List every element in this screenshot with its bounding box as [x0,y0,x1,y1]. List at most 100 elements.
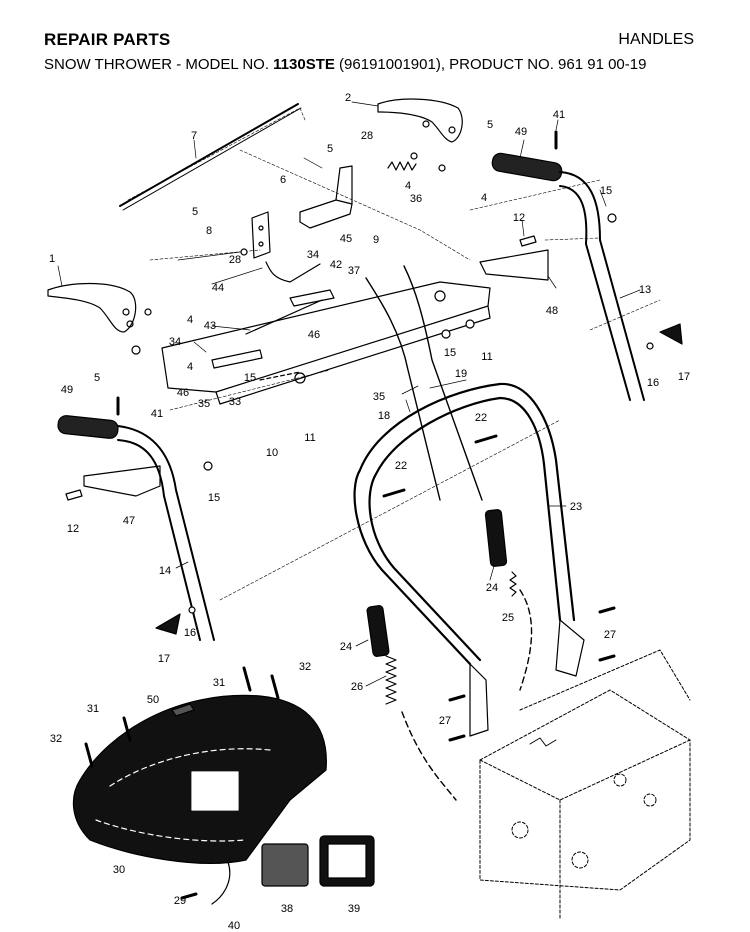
callout-label-41: 41 [553,109,565,121]
handle-grip-part-49-right [491,152,563,182]
callout-label-33: 33 [229,396,241,408]
callout-label-28: 28 [361,130,373,142]
callout-label-15: 15 [244,372,256,384]
callout-label-43: 43 [204,320,216,332]
callout-label-2: 2 [345,92,351,104]
page-title: REPAIR PARTS [44,30,171,49]
handle-tube-part-14 [117,425,215,641]
callout-label-16: 16 [647,377,659,389]
callout-label-18: 18 [378,410,390,422]
callout-label-14: 14 [159,565,171,577]
callout-label-7: 7 [191,130,197,142]
callout-label-11: 11 [481,351,492,363]
callout-label-49: 49 [61,384,73,396]
callout-label-40: 40 [228,920,240,932]
rod-part-7 [119,103,302,211]
spring-part-26 [385,655,397,705]
subtitle-prefix: SNOW THROWER - MODEL NO. [44,56,274,73]
spring-part-24-upper [484,509,508,567]
frame-housing [479,649,691,921]
spring-part-36 [387,161,417,171]
lens-part-39 [319,835,375,887]
callout-label-37: 37 [348,265,360,277]
bracket-part-8 [251,211,271,259]
callout-label-35: 35 [198,398,210,410]
callout-label-41: 41 [151,408,163,420]
callout-label-15: 15 [444,347,456,359]
control-rod-part-18 [365,277,441,501]
callout-label-31: 31 [87,703,99,715]
assembly-guide-lines [127,107,661,601]
callout-label-25: 25 [502,612,514,624]
callout-label-50: 50 [147,694,159,706]
callout-label-29: 29 [174,895,186,907]
callout-label-22: 22 [475,412,487,424]
callout-label-32: 32 [299,661,311,673]
callout-label-34: 34 [307,249,319,261]
bracket-part-48 [479,249,549,281]
callout-label-44: 44 [212,282,224,294]
bolt-fasteners [65,130,616,900]
bracket-part-47 [83,465,161,497]
page-subtitle: SNOW THROWER - MODEL NO. 1130STE (961910… [44,56,646,73]
cable-dashed [401,589,533,801]
callout-label-17: 17 [678,371,690,383]
section-title: HANDLES [618,31,694,48]
callout-label-13: 13 [639,284,651,296]
callout-label-35: 35 [373,391,385,403]
callout-label-23: 23 [570,501,582,513]
callout-label-5: 5 [487,119,493,131]
wire-part-40 [211,861,231,905]
spring-part-24-lower [366,605,390,657]
callout-label-19: 19 [455,368,467,380]
callout-label-5: 5 [327,143,333,155]
callout-label-49: 49 [515,126,527,138]
callout-label-26: 26 [351,681,363,693]
clip-part-50 [171,703,195,717]
callout-label-16: 16 [184,627,196,639]
washers-nuts [131,152,654,614]
linkage-rod-part-44 [265,261,321,283]
lower-handle-part-23 [353,382,585,737]
handle-grip-part-49-left [57,415,119,439]
callout-label-38: 38 [281,903,293,915]
callout-label-4: 4 [187,361,193,373]
headlight-housing-part-30 [72,694,327,864]
callout-label-4: 4 [405,180,411,192]
dash-handle-part-1 [47,282,137,333]
callout-label-12: 12 [67,523,79,535]
callout-label-28: 28 [229,254,241,266]
lever-part-33 [211,349,263,369]
callout-label-15: 15 [208,492,220,504]
callout-label-36: 36 [410,193,422,205]
callout-label-48: 48 [546,305,558,317]
handle-tube-part-13 [559,171,645,401]
callout-label-34: 34 [169,336,181,348]
subtitle-suffix: (96191001901), PRODUCT NO. 961 91 00-19 [334,56,647,73]
callout-label-11: 11 [304,432,315,444]
callout-label-9: 9 [373,234,379,246]
callout-label-5: 5 [192,206,198,218]
callout-label-6: 6 [280,174,286,186]
callout-label-22: 22 [395,460,407,472]
control-rod-part-19 [403,265,483,501]
callout-label-10: 10 [266,447,278,459]
lever-part-42 [289,289,335,307]
callout-label-24: 24 [486,582,498,594]
spring-part-25 [509,571,517,597]
callout-label-47: 47 [123,515,135,527]
callout-label-27: 27 [604,629,616,641]
bracket-part-45 [299,165,353,229]
callout-label-30: 30 [113,864,125,876]
callout-label-45: 45 [340,233,352,245]
leader-lines [57,101,641,687]
dash-handle-part-2 [377,98,463,143]
callout-label-42: 42 [330,259,342,271]
callout-label-24: 24 [340,641,352,653]
callout-label-17: 17 [158,653,170,665]
callout-label-8: 8 [206,225,212,237]
callout-label-27: 27 [439,715,451,727]
callout-label-1: 1 [49,253,55,265]
